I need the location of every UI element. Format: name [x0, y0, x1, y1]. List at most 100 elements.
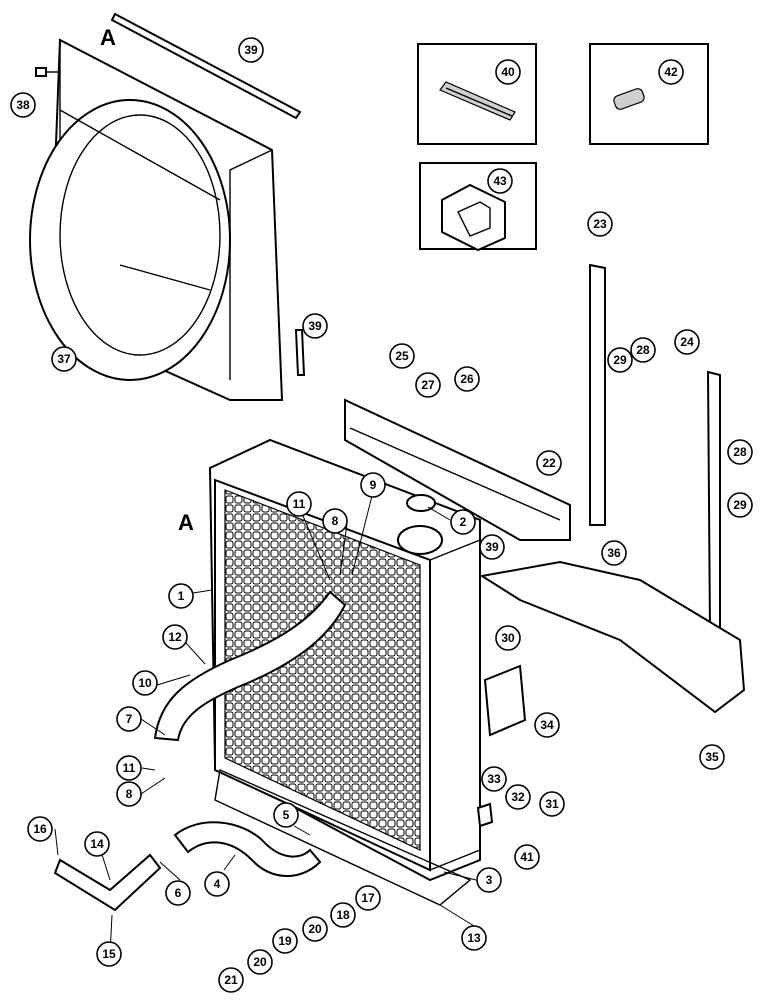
callout-22: 22	[536, 450, 562, 476]
view-marker-top: A	[100, 25, 116, 50]
svg-text:18: 18	[336, 908, 350, 922]
svg-text:14: 14	[90, 837, 104, 851]
callout-14: 14	[84, 831, 110, 857]
svg-text:39: 39	[485, 540, 499, 554]
svg-text:38: 38	[16, 98, 30, 112]
detail-box-43	[419, 162, 537, 252]
callout-40: 40	[495, 59, 521, 85]
svg-text:39: 39	[308, 319, 322, 333]
callout-27: 27	[415, 372, 441, 398]
svg-text:17: 17	[361, 891, 375, 905]
callout-25: 25	[389, 343, 415, 369]
callout-38: 38	[10, 92, 36, 118]
callout-5: 5	[273, 802, 299, 828]
svg-text:28: 28	[733, 445, 747, 459]
callout-9: 9	[360, 472, 386, 498]
svg-text:20: 20	[308, 922, 322, 936]
elbow-tube	[53, 853, 162, 912]
view-marker-radiator: A	[178, 510, 194, 535]
callout-3: 3	[476, 867, 502, 893]
callout-32: 32	[505, 784, 531, 810]
callout-10: 10	[132, 670, 158, 696]
callout-37: 37	[51, 346, 77, 372]
callout-41: 41	[514, 844, 540, 870]
svg-text:11: 11	[293, 497, 306, 511]
callout-20-left: 20	[247, 949, 273, 975]
callout-42: 42	[658, 59, 684, 85]
svg-text:27: 27	[421, 378, 435, 392]
svg-text:36: 36	[607, 546, 621, 560]
svg-text:16: 16	[33, 822, 47, 836]
callout-31: 31	[539, 791, 565, 817]
callout-20-right: 20	[302, 916, 328, 942]
callout-28-lower: 28	[727, 439, 753, 465]
svg-text:29: 29	[733, 498, 747, 512]
callout-8-upper: 8	[322, 508, 348, 534]
callout-43: 43	[487, 168, 513, 194]
svg-text:8: 8	[332, 514, 339, 528]
detail-box-42	[589, 43, 709, 145]
svg-text:3: 3	[486, 873, 493, 887]
svg-text:42: 42	[664, 65, 678, 79]
svg-text:34: 34	[540, 718, 554, 732]
svg-text:2: 2	[460, 515, 467, 529]
callout-23: 23	[587, 211, 613, 237]
callout-34: 34	[534, 712, 560, 738]
callout-33: 33	[481, 766, 507, 792]
svg-text:28: 28	[636, 343, 650, 357]
svg-text:40: 40	[501, 65, 515, 79]
callout-29-lower: 29	[727, 492, 753, 518]
callout-18: 18	[330, 902, 356, 928]
radiator-assembly	[208, 398, 571, 882]
callout-11-upper: 11	[286, 491, 312, 517]
svg-text:19: 19	[278, 934, 292, 948]
svg-text:31: 31	[545, 797, 559, 811]
lower-hose	[173, 821, 322, 877]
svg-text:35: 35	[705, 750, 719, 764]
svg-text:11: 11	[123, 761, 136, 775]
svg-text:7: 7	[126, 712, 133, 726]
svg-text:33: 33	[487, 772, 501, 786]
svg-text:41: 41	[520, 850, 534, 864]
callout-21: 21	[218, 967, 244, 993]
svg-text:5: 5	[283, 808, 290, 822]
svg-text:23: 23	[593, 217, 607, 231]
foam-pad-41	[476, 802, 494, 828]
svg-text:43: 43	[493, 174, 507, 188]
svg-text:29: 29	[613, 353, 627, 367]
callout-8-lower: 8	[116, 781, 142, 807]
air-baffle-35	[479, 560, 746, 714]
fan-shroud	[29, 38, 284, 401]
callout-36: 36	[601, 540, 627, 566]
svg-text:20: 20	[253, 955, 267, 969]
upper-hose	[153, 590, 347, 742]
svg-text:37: 37	[57, 352, 71, 366]
callout-2: 2	[450, 509, 476, 535]
svg-text:21: 21	[224, 973, 238, 987]
bracket-30	[483, 664, 527, 737]
callout-11-lower: 11	[116, 755, 142, 781]
svg-text:25: 25	[395, 349, 409, 363]
seal-strip-top	[110, 12, 302, 120]
svg-text:30: 30	[501, 631, 515, 645]
callout-39-bracket: 39	[479, 534, 505, 560]
svg-text:6: 6	[175, 886, 182, 900]
callout-15: 15	[96, 941, 122, 967]
callout-12: 12	[162, 624, 188, 650]
svg-text:32: 32	[511, 790, 525, 804]
svg-text:15: 15	[102, 947, 116, 961]
callout-39-side: 39	[302, 313, 328, 339]
svg-text:24: 24	[680, 335, 694, 349]
side-baffle-23	[589, 263, 606, 526]
svg-text:8: 8	[126, 787, 133, 801]
svg-text:12: 12	[168, 630, 182, 644]
callout-30: 30	[495, 625, 521, 651]
svg-text:26: 26	[460, 372, 474, 386]
callout-7: 7	[116, 706, 142, 732]
callout-4: 4	[204, 871, 230, 897]
bolt-38	[35, 67, 58, 77]
callout-19: 19	[272, 928, 298, 954]
seal-strip-side	[294, 329, 306, 376]
callout-1: 1	[168, 583, 194, 609]
